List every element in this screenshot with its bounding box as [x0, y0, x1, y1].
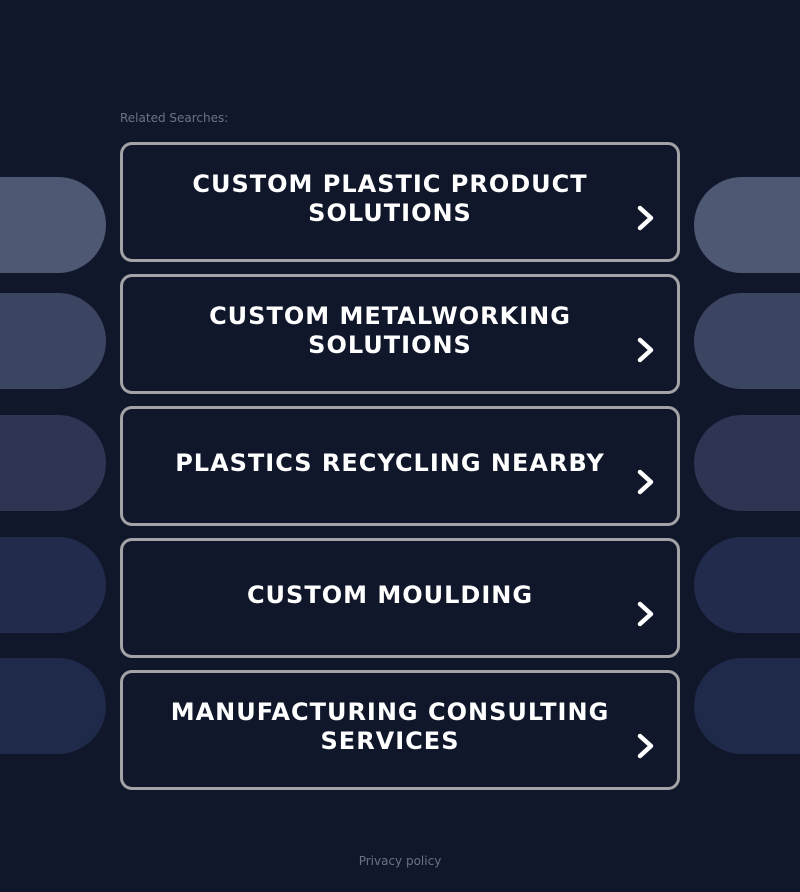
link-label: CUSTOM METALWORKING SOLUTIONS — [209, 302, 571, 359]
chevron-right-icon — [637, 469, 654, 495]
deco-pill-right-3 — [694, 415, 800, 511]
deco-pill-left-2 — [0, 293, 106, 389]
deco-pill-left-5 — [0, 658, 106, 754]
chevron-right-icon — [637, 733, 654, 759]
link-label: CUSTOM PLASTIC PRODUCT SOLUTIONS — [192, 170, 588, 227]
chevron-right-icon — [637, 337, 654, 363]
deco-pill-right-4 — [694, 537, 800, 633]
privacy-policy-link[interactable]: Privacy policy — [358, 854, 442, 868]
chevron-right-icon — [637, 601, 654, 627]
related-search-link[interactable]: CUSTOM PLASTIC PRODUCT SOLUTIONS — [120, 142, 680, 262]
deco-pill-right-2 — [694, 293, 800, 389]
related-search-link[interactable]: CUSTOM MOULDING — [120, 538, 680, 658]
deco-pill-left-4 — [0, 537, 106, 633]
deco-pill-right-5 — [694, 658, 800, 754]
deco-pill-left-1 — [0, 177, 106, 273]
related-search-link[interactable]: CUSTOM METALWORKING SOLUTIONS — [120, 274, 680, 394]
related-search-link[interactable]: PLASTICS RECYCLING NEARBY — [120, 406, 680, 526]
related-searches-label: Related Searches: — [120, 111, 229, 125]
deco-pill-right-1 — [694, 177, 800, 273]
link-label: MANUFACTURING CONSULTING SERVICES — [170, 698, 610, 755]
link-label: PLASTICS RECYCLING NEARBY — [175, 448, 605, 477]
related-search-link[interactable]: MANUFACTURING CONSULTING SERVICES — [120, 670, 680, 790]
chevron-right-icon — [637, 205, 654, 231]
deco-pill-left-3 — [0, 415, 106, 511]
link-label: CUSTOM MOULDING — [246, 580, 534, 609]
